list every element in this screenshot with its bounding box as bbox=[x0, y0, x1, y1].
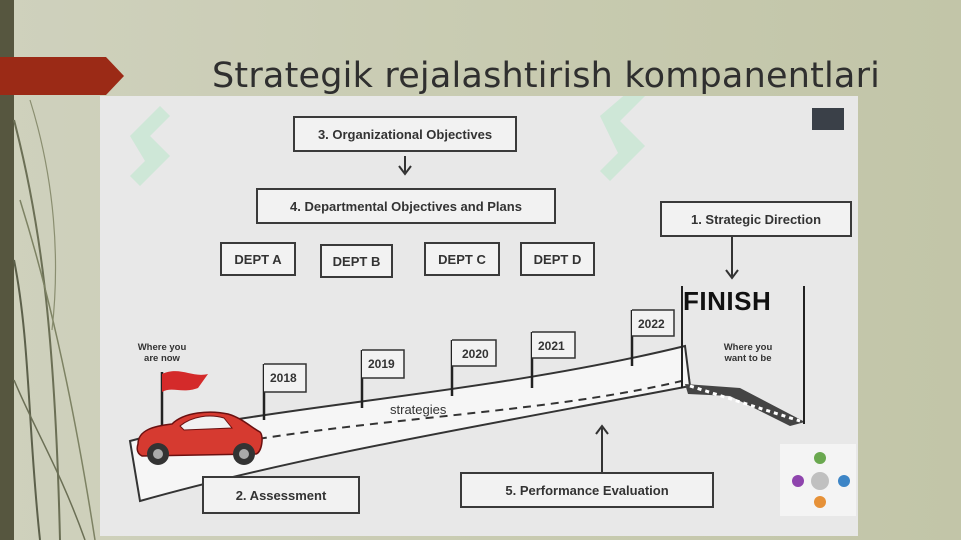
flag-2018 bbox=[262, 363, 307, 420]
arrow-down-strategic bbox=[725, 234, 739, 280]
where-now-label: Where you are now bbox=[137, 342, 187, 364]
flag-2022 bbox=[630, 309, 675, 366]
year-2018: 2018 bbox=[270, 371, 297, 385]
strategies-label: strategies bbox=[390, 402, 447, 417]
where-want-label: Where you want to be bbox=[723, 342, 773, 364]
people-circle-logo bbox=[780, 444, 856, 516]
year-2019: 2019 bbox=[368, 357, 395, 371]
flag-2021 bbox=[530, 331, 576, 388]
dept-c-box: DEPT C bbox=[424, 242, 500, 276]
grass-decoration bbox=[13, 99, 96, 540]
road-dashed-line bbox=[244, 378, 691, 442]
dept-d-box: DEPT D bbox=[520, 242, 595, 276]
dept-b-box: DEPT B bbox=[320, 244, 393, 278]
corner-dark-box bbox=[812, 108, 844, 130]
performance-evaluation-box: 5. Performance Evaluation bbox=[460, 472, 714, 508]
strategic-direction-box: 1. Strategic Direction bbox=[660, 201, 852, 237]
org-objectives-box: 3. Organizational Objectives bbox=[293, 116, 517, 152]
title-arrow-shape bbox=[0, 57, 124, 95]
arrow-down-org bbox=[398, 156, 412, 176]
slide-title: Strategik rejalashtirish kompanentlari bbox=[212, 56, 881, 96]
flag-2020 bbox=[450, 339, 497, 396]
year-2020: 2020 bbox=[462, 347, 489, 361]
diagram-graphics bbox=[128, 96, 856, 516]
assessment-box: 2. Assessment bbox=[202, 476, 360, 514]
flag-2019 bbox=[360, 349, 405, 408]
checkered-finish-line bbox=[685, 384, 805, 426]
left-decor-strip bbox=[0, 0, 14, 540]
strategic-planning-diagram: 3. Organizational Objectives 4. Departme… bbox=[100, 96, 858, 536]
arrow-up-performance bbox=[595, 424, 609, 472]
year-2022: 2022 bbox=[638, 317, 665, 331]
finish-label: FINISH bbox=[683, 286, 772, 316]
red-car bbox=[136, 411, 263, 465]
start-flag bbox=[160, 371, 208, 430]
dept-a-box: DEPT A bbox=[220, 242, 296, 276]
dept-objectives-box: 4. Departmental Objectives and Plans bbox=[256, 188, 556, 224]
soff-watermark bbox=[130, 96, 645, 186]
year-2021: 2021 bbox=[538, 339, 565, 353]
